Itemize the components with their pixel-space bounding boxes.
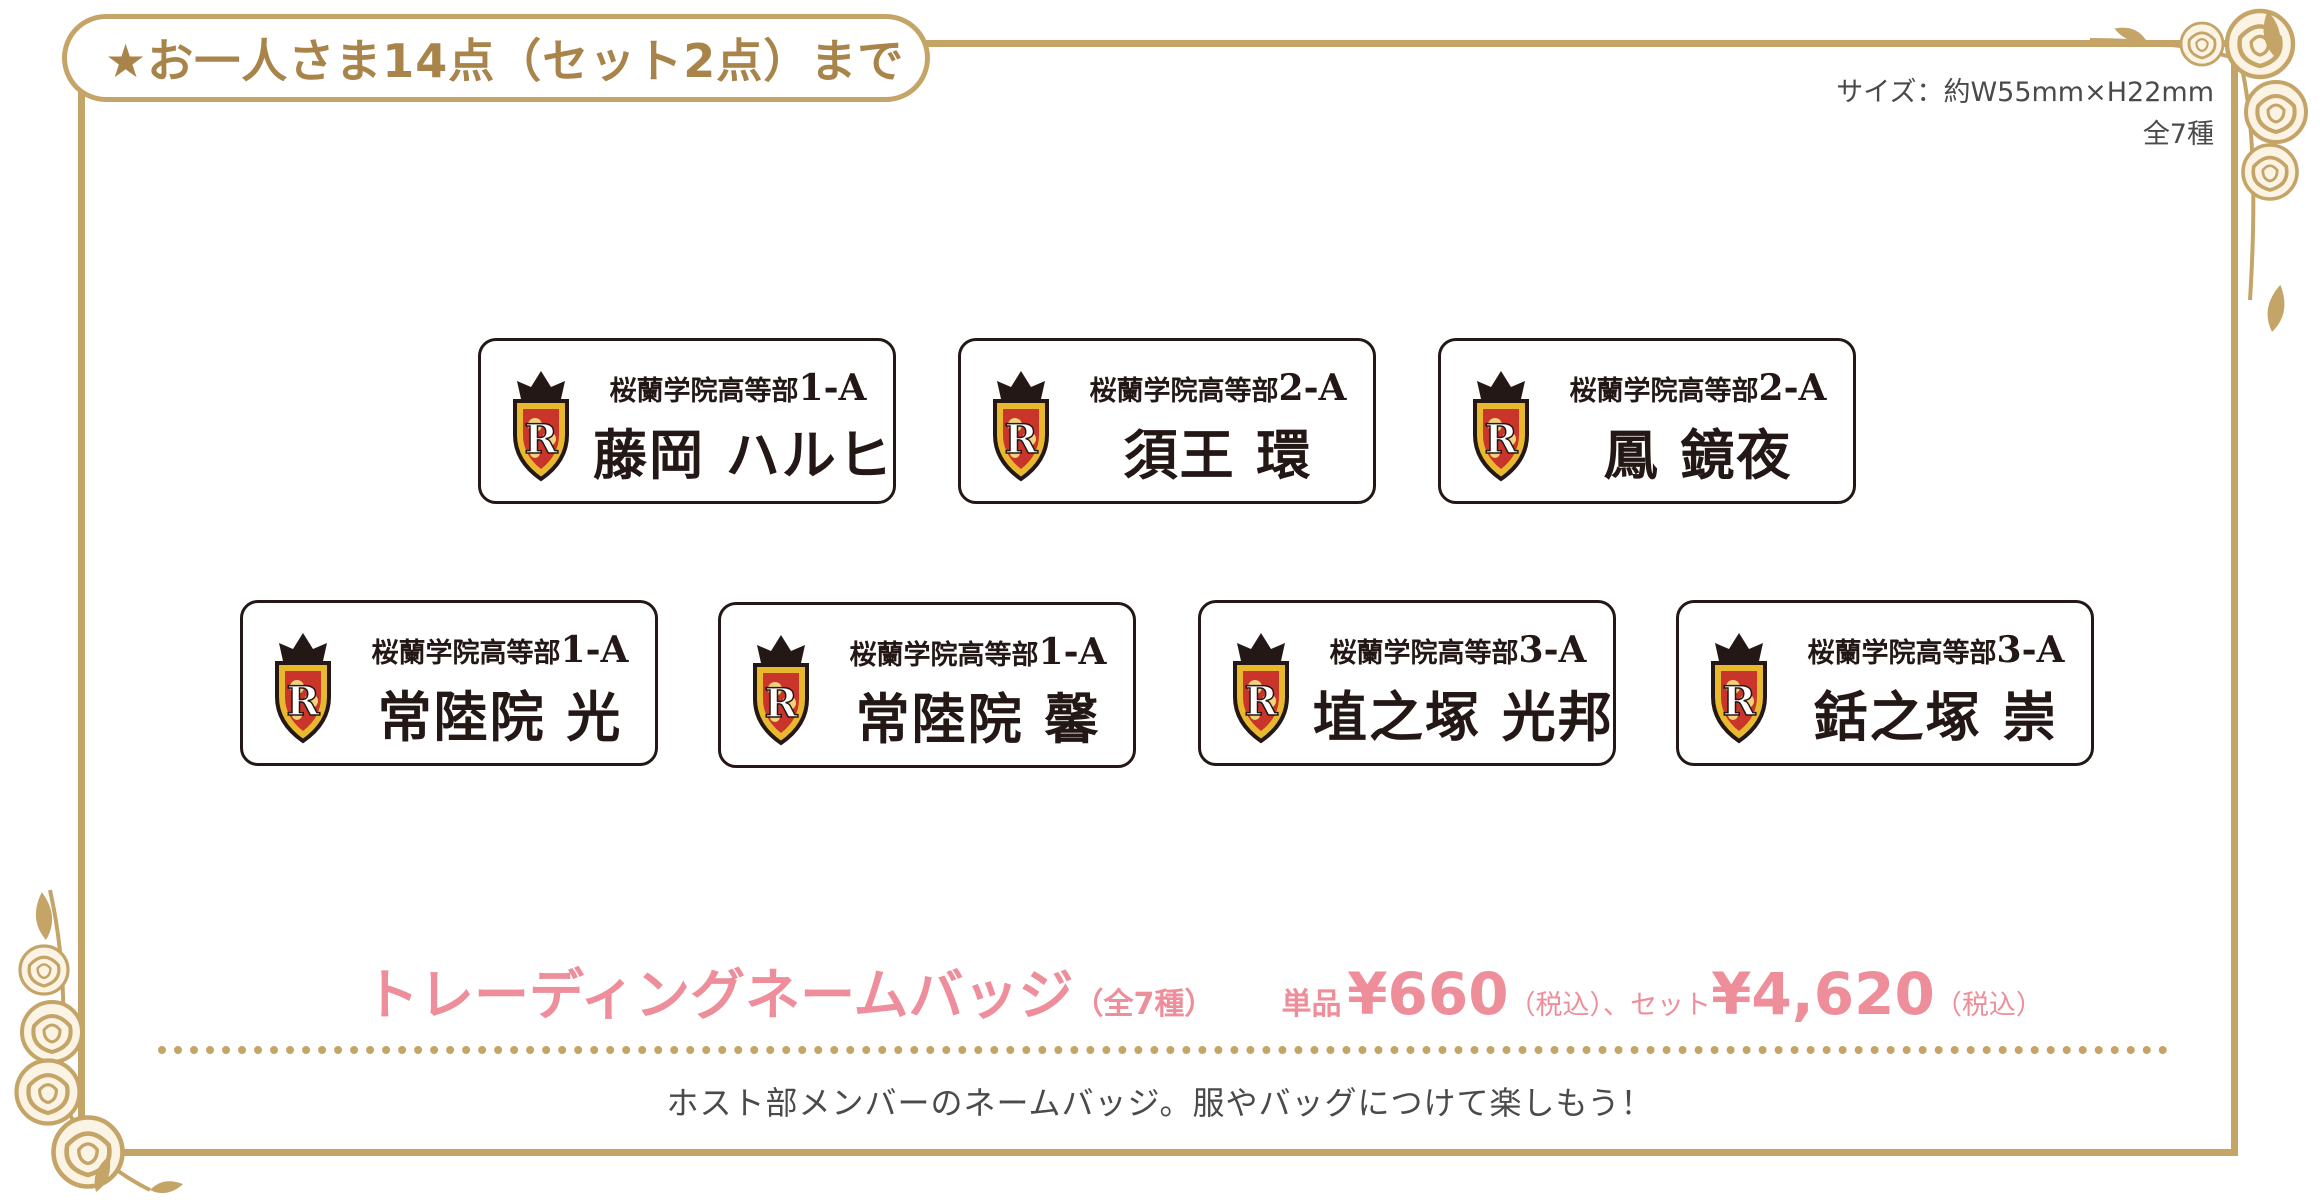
badge-name-label: 銛之塚 崇 [1813, 685, 2059, 749]
rose-icon [54, 1118, 123, 1187]
leaf-icon [149, 1178, 185, 1196]
badge-name-label: 藤岡 ハルヒ [593, 423, 894, 487]
rose-decoration [0, 889, 185, 1196]
badge-name-label: 須王 環 [1123, 423, 1313, 487]
product-title-line: トレーディングネームバッジ（全7種） 単品 ¥660（税込）、セット¥4,620… [364, 950, 2043, 1030]
rose-icon [2179, 21, 2225, 67]
tax-note: （税込） [1934, 990, 2043, 1021]
rose-icon [2227, 11, 2293, 77]
name-badge: 桜蘭学院高等部2-A 鳳 鏡夜 [1438, 338, 1856, 504]
rose-icon [2244, 80, 2308, 144]
badge-name-label: 常陸院 光 [377, 685, 623, 749]
tax-note: （税込）、 [1508, 990, 1631, 1021]
product-description: ホスト部メンバーのネームバッジ。服やバッグにつけて楽しもう！ [666, 1084, 1654, 1122]
name-badge: 桜蘭学院高等部1-A 常陸院 馨 [718, 602, 1136, 768]
dotted-divider [158, 1046, 2168, 1054]
badge-name-label: 埴之塚 光邦 [1313, 685, 1614, 749]
rose-icon [18, 944, 70, 996]
product-name: トレーディングネームバッジ [364, 963, 1074, 1027]
badge-class-label: 桜蘭学院高等部2-A [1089, 367, 1347, 409]
school-crest-icon [275, 631, 331, 743]
badge-class-label: 桜蘭学院高等部2-A [1569, 367, 1827, 409]
name-badge: 桜蘭学院高等部1-A 藤岡 ハルヒ [478, 338, 896, 504]
badge-class-label: 桜蘭学院高等部3-A [1329, 629, 1587, 671]
variety-count: 全7種 [2142, 119, 2214, 150]
leaf-icon [2264, 283, 2289, 334]
school-crest-icon [1711, 631, 1767, 743]
name-badge: 桜蘭学院高等部3-A 銛之塚 崇 [1676, 600, 2094, 766]
name-badge: 桜蘭学院高等部3-A 埴之塚 光邦 [1198, 600, 1616, 766]
rose-icon [2241, 143, 2299, 201]
product-frame [78, 40, 2238, 1156]
badge-name-label: 常陸院 馨 [855, 687, 1101, 751]
school-crest-icon [753, 633, 809, 745]
badge-name-label: 鳳 鏡夜 [1603, 423, 1793, 487]
single-price-label: 単品 [1281, 987, 1342, 1022]
name-badge: 桜蘭学院高等部2-A 須王 環 [958, 338, 1376, 504]
school-crest-icon [513, 369, 569, 481]
single-price: ¥660 [1347, 960, 1509, 1028]
badge-class-label: 桜蘭学院高等部3-A [1807, 629, 2065, 671]
rose-decoration [2089, 0, 2308, 334]
badge-class-label: 桜蘭学院高等部1-A [609, 367, 867, 409]
size-info: サイズ：約W55mm×H22mm 全7種 [1836, 72, 2214, 156]
name-badge: 桜蘭学院高等部1-A 常陸院 光 [240, 600, 658, 766]
rose-icon [20, 1000, 84, 1064]
size-text: サイズ：約W55mm×H22mm [1836, 77, 2214, 108]
badge-class-label: 桜蘭学院高等部1-A [849, 631, 1107, 673]
product-variety: （全7種） [1073, 987, 1215, 1022]
badge-class-label: 桜蘭学院高等部1-A [371, 629, 629, 671]
school-crest-icon [1233, 631, 1289, 743]
school-crest-icon [1473, 369, 1529, 481]
rose-icon [17, 1061, 80, 1124]
school-crest-icon [993, 369, 1049, 481]
purchase-limit-label: ★お一人さま14点（セット2点）まで [62, 14, 930, 102]
set-price: ¥4,620 [1711, 960, 1935, 1028]
set-price-label: セット [1630, 990, 1712, 1021]
